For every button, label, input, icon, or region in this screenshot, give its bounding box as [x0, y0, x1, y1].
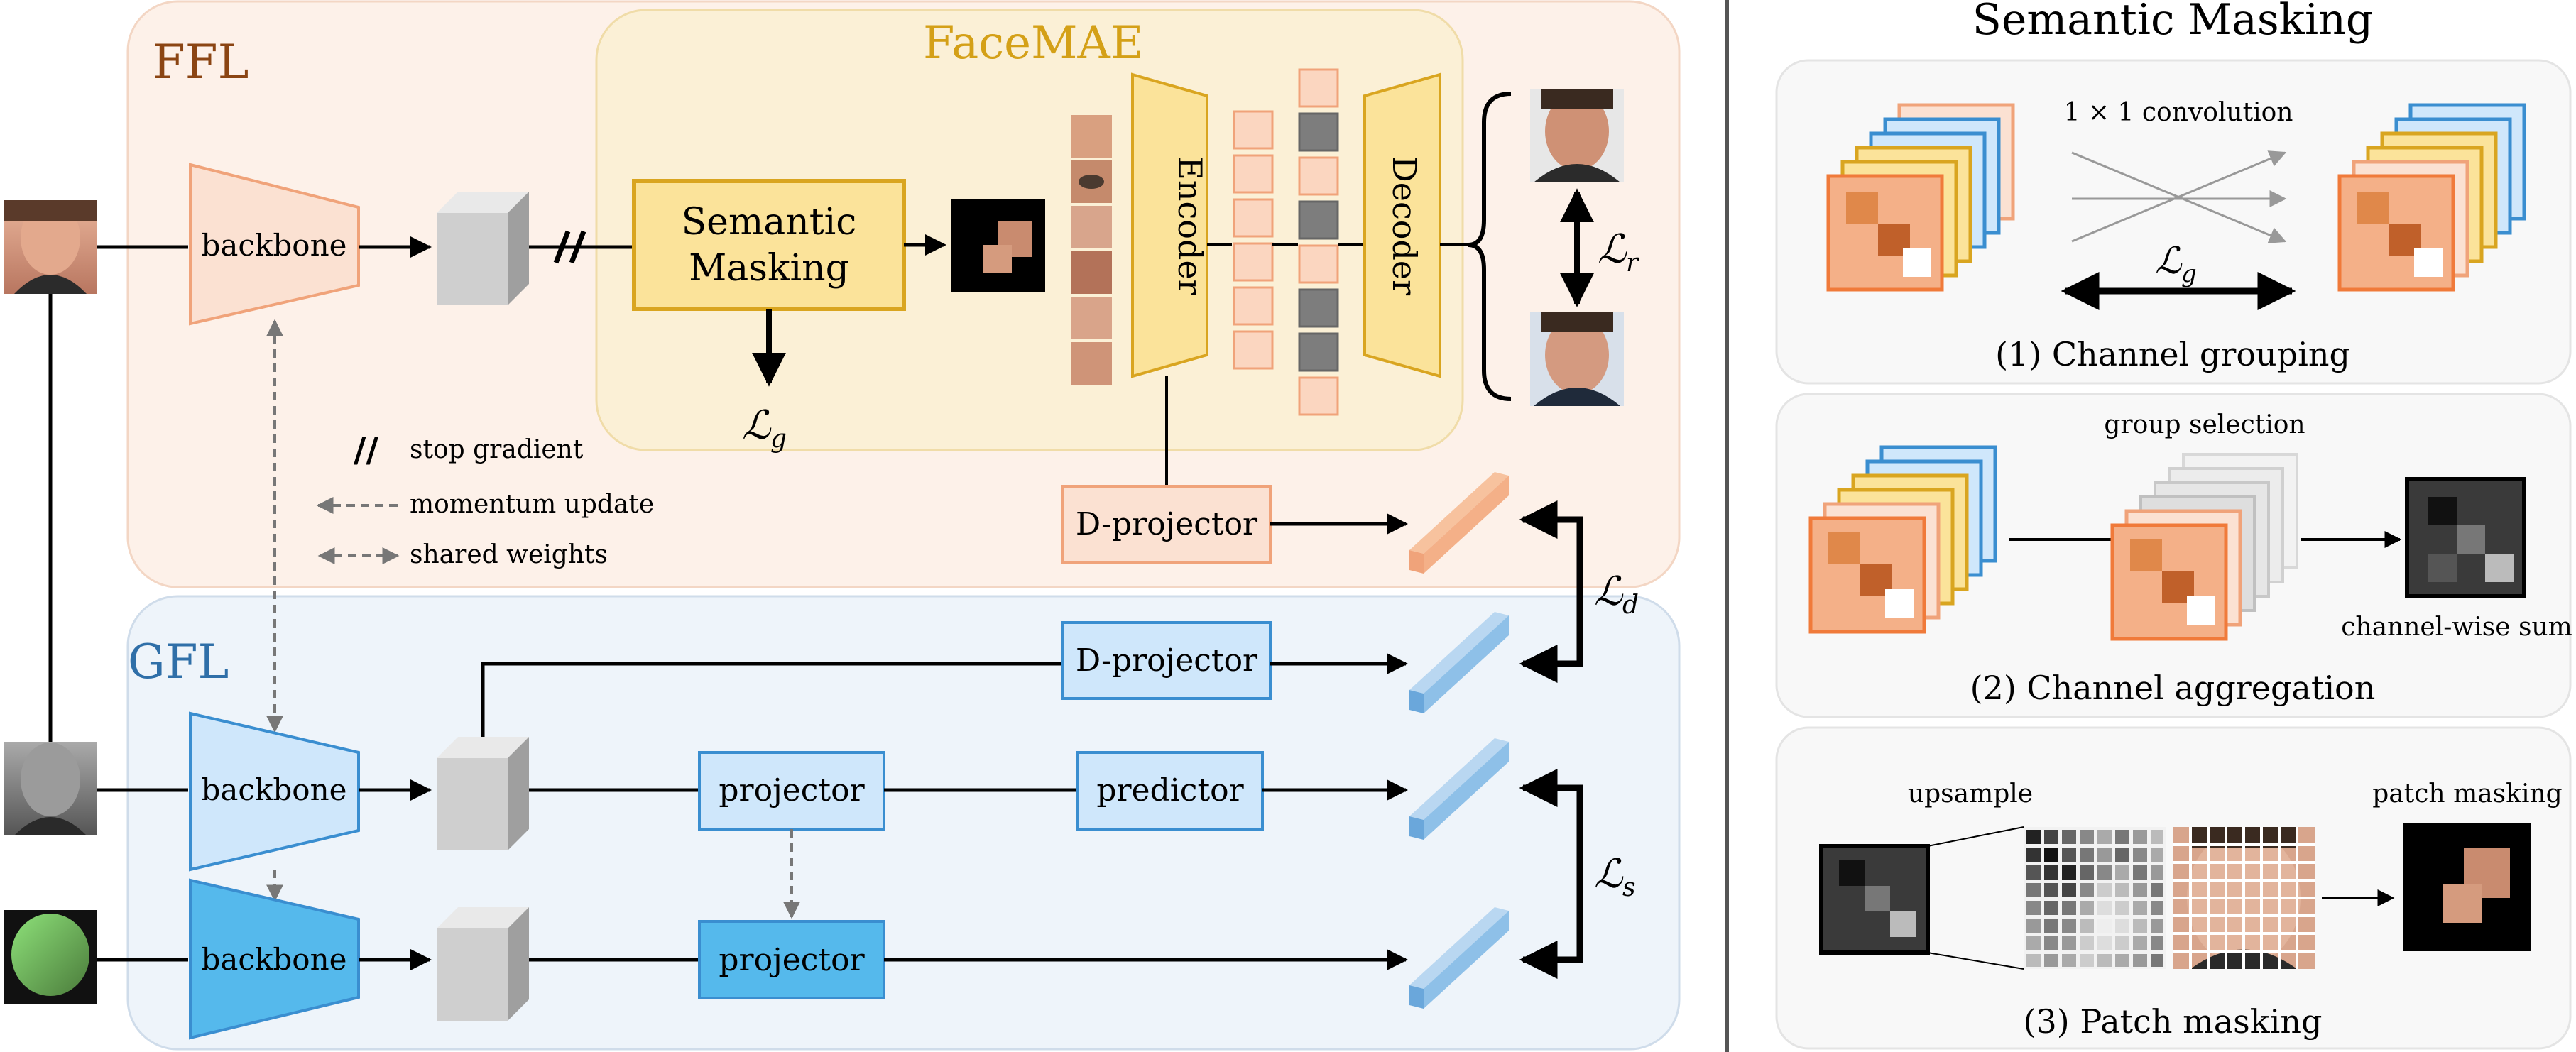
aggregated-map — [2405, 477, 2526, 598]
target-face — [1530, 312, 1624, 406]
loss-r: ℒ r — [1598, 226, 1639, 278]
feature-stack-right — [2337, 103, 2526, 292]
predictor-block: predictor — [1076, 751, 1264, 831]
backbone-gfl-online: backbone — [189, 711, 360, 872]
visible-patches — [1071, 115, 1112, 385]
svg-text:ℒ: ℒ — [1598, 226, 1627, 273]
legend-shared-weights: shared weights — [410, 540, 608, 569]
svg-text:r: r — [1626, 248, 1639, 278]
reconstructed-face — [1530, 89, 1624, 182]
edge-distillation-loss — [1519, 500, 1583, 683]
svg-text:backbone: backbone — [202, 228, 347, 263]
patch-masking-label: patch masking — [2372, 779, 2562, 809]
output-brace — [1468, 92, 1512, 401]
right-panel-title: Semantic Masking — [1972, 0, 2374, 45]
loss-s: ℒ s — [1594, 851, 1635, 902]
full-token-sequence — [1298, 68, 1339, 416]
dprojector-ffl: D-projector — [1061, 485, 1272, 564]
svg-text:ℒ: ℒ — [1594, 569, 1624, 615]
svg-text:ℒ: ℒ — [1594, 851, 1624, 897]
face-patch-grid — [2173, 827, 2315, 969]
edge-cube-dprojector-gfl — [481, 662, 1063, 737]
loss-g-grouping: ℒ g — [2155, 240, 2197, 288]
embedding-gfl-target — [1409, 907, 1509, 1009]
conv-arrows — [2071, 150, 2287, 243]
input-face-color — [4, 200, 97, 294]
legend-stop-gradient: stop gradient — [410, 435, 584, 464]
conv-label: 1 × 1 convolution — [2064, 98, 2293, 127]
facemae-label: FaceMAE — [923, 17, 1143, 70]
masked-face-image — [951, 199, 1045, 292]
svg-text:backbone: backbone — [202, 942, 347, 977]
projector-online: projector — [698, 751, 885, 831]
svg-text:ℒ: ℒ — [2155, 240, 2183, 283]
svg-text:D-projector: D-projector — [1076, 506, 1258, 542]
encoded-tokens — [1233, 110, 1274, 370]
svg-text:d: d — [1622, 591, 1639, 620]
legend-stop-symbol: // — [354, 430, 379, 470]
svg-text:s: s — [1622, 873, 1635, 902]
zoom-line-bottom — [1927, 952, 2024, 970]
gfl-label: GFL — [128, 635, 229, 689]
edge-similarity-loss — [1519, 769, 1583, 979]
ffl-label: FFL — [153, 35, 249, 89]
feature-cube-ffl — [437, 192, 529, 305]
backbone-gfl-target: backbone — [189, 878, 360, 1040]
channel-sum-label: channel-wise sum — [2341, 613, 2572, 642]
step3-caption: (3) Patch masking — [2024, 1002, 2323, 1041]
zoom-line-top — [1927, 826, 2024, 847]
stop-gradient-mark — [553, 230, 586, 264]
legend-momentum: momentum update — [410, 490, 654, 519]
svg-text:ℒ: ℒ — [742, 402, 772, 449]
projector-target: projector — [698, 920, 885, 999]
encoder-block: Encoder — [1131, 72, 1209, 378]
upsample-label: upsample — [1908, 779, 2033, 809]
loss-d: ℒ d — [1594, 569, 1639, 620]
loss-g: ℒ g — [742, 402, 787, 454]
svg-text:backbone: backbone — [202, 772, 347, 807]
svg-text:D-projector: D-projector — [1076, 642, 1258, 679]
upsampled-grid — [2024, 827, 2166, 969]
feature-stack-left — [1826, 103, 2015, 292]
legend: // stop gradient momentum update shared … — [316, 430, 654, 569]
embedding-ffl — [1409, 472, 1509, 574]
aggregation-stack-left — [1808, 445, 1997, 634]
svg-text:Encoder: Encoder — [1171, 156, 1209, 295]
selected-group-stack — [2110, 453, 2298, 641]
svg-text:Masking: Masking — [689, 247, 849, 290]
svg-text:Semantic: Semantic — [682, 201, 857, 243]
svg-text:Decoder: Decoder — [1385, 156, 1424, 295]
embedding-gfl-d — [1409, 612, 1509, 713]
step2-caption: (2) Channel aggregation — [1970, 669, 2376, 707]
svg-text:projector: projector — [719, 942, 865, 978]
small-score-map — [1819, 844, 1930, 955]
feature-cube-target — [437, 907, 529, 1021]
svg-text:predictor: predictor — [1096, 772, 1244, 809]
svg-text:g: g — [2181, 260, 2197, 288]
backbone-ffl: backbone — [189, 163, 360, 326]
decoder-block: Decoder — [1363, 72, 1441, 378]
group-selection-label: group selection — [2104, 410, 2305, 439]
svg-text:g: g — [770, 424, 787, 454]
semantic-masking-block: Semantic Masking — [632, 179, 906, 311]
feature-cube-online — [437, 737, 529, 850]
svg-text:projector: projector — [719, 772, 865, 809]
input-face-gray — [4, 742, 97, 835]
step1-caption: (1) Channel grouping — [1995, 335, 2350, 373]
dprojector-gfl: D-projector — [1061, 621, 1272, 700]
masked-result-image — [2403, 823, 2531, 951]
input-face-green — [4, 910, 97, 1004]
embedding-gfl-online — [1409, 738, 1509, 840]
